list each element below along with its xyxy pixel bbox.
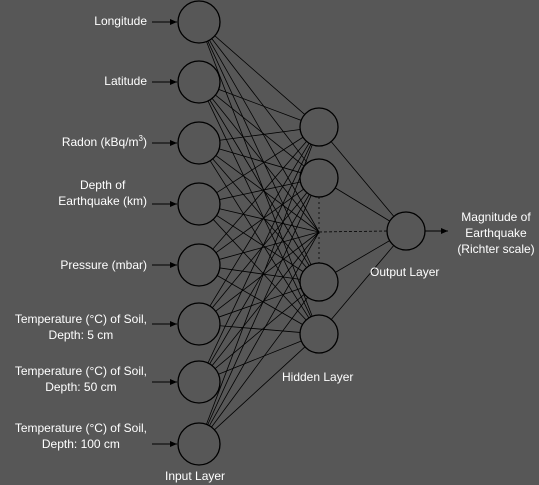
connection-line bbox=[209, 194, 310, 365]
connection-line bbox=[219, 208, 320, 233]
connection-lines bbox=[206, 35, 395, 431]
input-label-radon: Radon (kBq/m3) bbox=[61, 134, 147, 150]
connection-line bbox=[208, 231, 320, 426]
connection-line bbox=[218, 340, 302, 375]
connection-line bbox=[207, 40, 312, 265]
output-layer-label: Output Layer bbox=[370, 265, 440, 279]
input-node bbox=[177, 422, 221, 466]
connection-line bbox=[207, 100, 312, 318]
input-node bbox=[177, 121, 221, 165]
input-label-soil-temp-50cm: Temperature (°C) of Soil, Depth: 50 cm bbox=[14, 364, 147, 394]
output-node bbox=[386, 211, 426, 251]
input-label-latitude: Latitude bbox=[104, 74, 147, 88]
connection-line bbox=[214, 293, 305, 369]
input-node bbox=[177, 243, 221, 287]
connection-line bbox=[212, 192, 308, 309]
input-node bbox=[177, 360, 221, 404]
connection-line bbox=[219, 129, 301, 141]
connection-line bbox=[206, 144, 313, 425]
connection-line bbox=[214, 346, 306, 431]
connection-line bbox=[335, 187, 390, 222]
connection-line bbox=[330, 245, 395, 320]
connection-line bbox=[215, 231, 320, 312]
dashed-connection-line bbox=[318, 230, 388, 233]
connection-line bbox=[211, 98, 320, 233]
input-node bbox=[177, 182, 221, 226]
input-arrows bbox=[152, 19, 448, 447]
input-label-depth: Depth of Earthquake (km) bbox=[58, 178, 147, 208]
connection-line bbox=[216, 136, 304, 193]
connection-line bbox=[215, 188, 304, 253]
input-label-longitude: Longitude bbox=[94, 14, 147, 28]
connection-line bbox=[211, 38, 308, 164]
neuron-nodes bbox=[177, 0, 426, 466]
connection-line bbox=[219, 231, 320, 260]
input-label-pressure: Pressure (mbar) bbox=[60, 258, 147, 272]
connection-line bbox=[217, 275, 303, 325]
input-layer-label: Input Layer bbox=[165, 469, 226, 483]
input-node bbox=[177, 302, 221, 346]
connection-line bbox=[211, 297, 309, 428]
connection-line bbox=[215, 155, 320, 233]
connection-line bbox=[206, 41, 313, 317]
connection-line bbox=[219, 325, 301, 333]
hidden-node bbox=[299, 314, 339, 354]
connection-line bbox=[207, 144, 312, 364]
connection-line bbox=[207, 195, 312, 426]
connection-line bbox=[212, 141, 307, 250]
output-label: Magnitude of Earthquake (Richter scale) bbox=[457, 210, 535, 256]
hidden-layer-label: Hidden Layer bbox=[282, 370, 354, 384]
connection-line bbox=[330, 141, 395, 217]
input-node bbox=[177, 60, 221, 104]
hidden-node bbox=[299, 262, 339, 302]
connection-line bbox=[335, 240, 390, 273]
input-label-soil-temp-100cm: Temperature (°C) of Soil, Depth: 100 cm bbox=[14, 421, 147, 451]
connection-line bbox=[218, 88, 302, 121]
hidden-node bbox=[299, 158, 339, 198]
input-node bbox=[177, 0, 221, 44]
connection-line bbox=[215, 94, 305, 167]
connection-line bbox=[212, 158, 307, 268]
connection-line bbox=[214, 35, 305, 115]
connection-line bbox=[216, 215, 304, 272]
connection-line bbox=[219, 267, 301, 280]
connection-line bbox=[209, 160, 310, 319]
connection-line bbox=[209, 143, 310, 307]
connection-line bbox=[219, 148, 301, 174]
input-label-soil-temp-5cm: Temperature (°C) of Soil, Depth: 5 cm bbox=[14, 312, 147, 342]
connection-line bbox=[218, 287, 302, 318]
connection-line bbox=[211, 231, 320, 366]
connection-line bbox=[219, 181, 301, 200]
connection-line bbox=[212, 219, 307, 321]
connection-line bbox=[209, 99, 310, 266]
hidden-node bbox=[299, 107, 339, 147]
